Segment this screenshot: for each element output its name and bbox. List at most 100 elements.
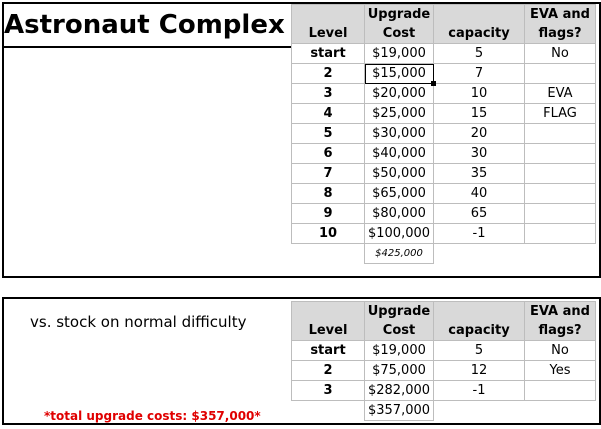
eva-cell[interactable]: [524, 380, 596, 401]
cost-cell[interactable]: $30,000: [364, 123, 434, 144]
stock-upgrade-table: Upgrade EVA and Level Cost capacity flag…: [291, 301, 596, 421]
eva-cell[interactable]: [524, 123, 596, 144]
capacity-cell[interactable]: 35: [433, 163, 525, 184]
header-cost[interactable]: Cost: [364, 24, 434, 44]
level-cell[interactable]: 2: [291, 360, 365, 381]
header-cell[interactable]: [291, 301, 365, 321]
capacity-cell[interactable]: 20: [433, 123, 525, 144]
level-cell[interactable]: start: [291, 43, 365, 64]
table-row: 4 $25,000 15 FLAG: [291, 103, 596, 124]
empty-cell[interactable]: [292, 401, 365, 421]
total-cost-cell[interactable]: $425,000: [364, 243, 434, 264]
cost-cell[interactable]: $80,000: [364, 203, 434, 224]
level-cell[interactable]: 9: [291, 203, 365, 224]
table-row: 2 $75,000 12 Yes: [291, 360, 596, 381]
eva-cell[interactable]: Yes: [524, 360, 596, 381]
header-level[interactable]: Level: [291, 321, 365, 341]
eva-cell[interactable]: EVA: [524, 83, 596, 104]
capacity-cell[interactable]: 30: [433, 143, 525, 164]
capacity-cell[interactable]: 65: [433, 203, 525, 224]
header-upgrade[interactable]: Upgrade: [364, 4, 434, 24]
table-row: 5 $30,000 20: [291, 123, 596, 144]
upgrade-table: Upgrade EVA and Level Cost capacity flag…: [291, 4, 596, 264]
level-cell[interactable]: 5: [291, 123, 365, 144]
cost-cell[interactable]: $282,000: [364, 380, 434, 401]
table-row: 3 $20,000 10 EVA: [291, 83, 596, 104]
capacity-cell[interactable]: -1: [433, 380, 525, 401]
cost-cell[interactable]: $25,000: [364, 103, 434, 124]
header-flags[interactable]: flags?: [524, 24, 596, 44]
table-row: 3 $282,000 -1: [291, 380, 596, 401]
cost-cell[interactable]: $20,000: [364, 83, 434, 104]
header-cell[interactable]: [291, 4, 365, 24]
total-cost-note: *total upgrade costs: $357,000*: [44, 409, 261, 423]
cost-cell[interactable]: $100,000: [364, 223, 434, 244]
header-upgrade[interactable]: Upgrade: [364, 301, 434, 321]
selected-cost-cell[interactable]: $15,000: [364, 63, 436, 86]
level-cell[interactable]: 10: [291, 223, 365, 244]
eva-cell[interactable]: [524, 143, 596, 164]
level-cell[interactable]: 8: [291, 183, 365, 204]
capacity-cell[interactable]: 5: [433, 340, 525, 361]
total-cost-cell[interactable]: $357,000: [364, 400, 434, 421]
header-cell[interactable]: [433, 4, 525, 24]
eva-cell[interactable]: [524, 63, 596, 84]
empty-cell[interactable]: [525, 401, 596, 421]
cost-cell[interactable]: $40,000: [364, 143, 434, 164]
header-cost[interactable]: Cost: [364, 321, 434, 341]
capacity-cell[interactable]: 10: [433, 83, 525, 104]
header-eva[interactable]: EVA and: [524, 4, 596, 24]
table-row: 8 $65,000 40: [291, 183, 596, 204]
level-cell[interactable]: 4: [291, 103, 365, 124]
empty-cell[interactable]: [525, 244, 596, 264]
header-eva[interactable]: EVA and: [524, 301, 596, 321]
eva-cell[interactable]: No: [524, 43, 596, 64]
level-cell[interactable]: 3: [291, 380, 365, 401]
header-capacity[interactable]: capacity: [433, 321, 525, 341]
cost-cell[interactable]: $75,000: [364, 360, 434, 381]
eva-cell[interactable]: [524, 183, 596, 204]
total-row: $425,000: [292, 243, 596, 264]
table-row: 7 $50,000 35: [291, 163, 596, 184]
capacity-cell[interactable]: 12: [433, 360, 525, 381]
eva-cell[interactable]: [524, 203, 596, 224]
level-cell[interactable]: 6: [291, 143, 365, 164]
header-level[interactable]: Level: [291, 24, 365, 44]
title-divider: [4, 46, 291, 48]
eva-cell[interactable]: [524, 223, 596, 244]
table-row: 9 $80,000 65: [291, 203, 596, 224]
capacity-cell[interactable]: 40: [433, 183, 525, 204]
cost-cell[interactable]: $65,000: [364, 183, 434, 204]
section-title: vs. stock on normal difficulty: [30, 313, 247, 331]
capacity-cell[interactable]: 7: [433, 63, 525, 84]
cost-cell[interactable]: $19,000: [364, 340, 434, 361]
capacity-cell[interactable]: 5: [433, 43, 525, 64]
cost-value: $15,000: [372, 66, 426, 81]
section-title: Astronaut Complex: [4, 10, 285, 40]
table-row: 6 $40,000 30: [291, 143, 596, 164]
capacity-cell[interactable]: -1: [433, 223, 525, 244]
header-flags[interactable]: flags?: [524, 321, 596, 341]
level-cell[interactable]: 3: [291, 83, 365, 104]
header-capacity[interactable]: capacity: [433, 24, 525, 44]
cost-cell[interactable]: $19,000: [364, 43, 434, 64]
empty-cell[interactable]: [292, 244, 365, 264]
eva-cell[interactable]: No: [524, 340, 596, 361]
empty-cell[interactable]: [434, 401, 525, 421]
table-row: start $19,000 5 No: [291, 43, 596, 64]
level-cell[interactable]: 2: [291, 63, 365, 84]
header-cell[interactable]: [433, 301, 525, 321]
cost-cell[interactable]: $50,000: [364, 163, 434, 184]
capacity-cell[interactable]: 15: [433, 103, 525, 124]
eva-cell[interactable]: [524, 163, 596, 184]
level-cell[interactable]: 7: [291, 163, 365, 184]
table-row: 2 $15,000 7: [291, 63, 596, 86]
empty-cell[interactable]: [434, 244, 525, 264]
level-cell[interactable]: start: [291, 340, 365, 361]
table-row: start $19,000 5 No: [291, 340, 596, 361]
stock-comparison-section: vs. stock on normal difficulty Upgrade E…: [2, 297, 601, 425]
eva-cell[interactable]: FLAG: [524, 103, 596, 124]
total-row: $357,000: [292, 400, 596, 421]
fill-handle[interactable]: [431, 81, 436, 86]
table-row: 10 $100,000 -1: [291, 223, 596, 244]
